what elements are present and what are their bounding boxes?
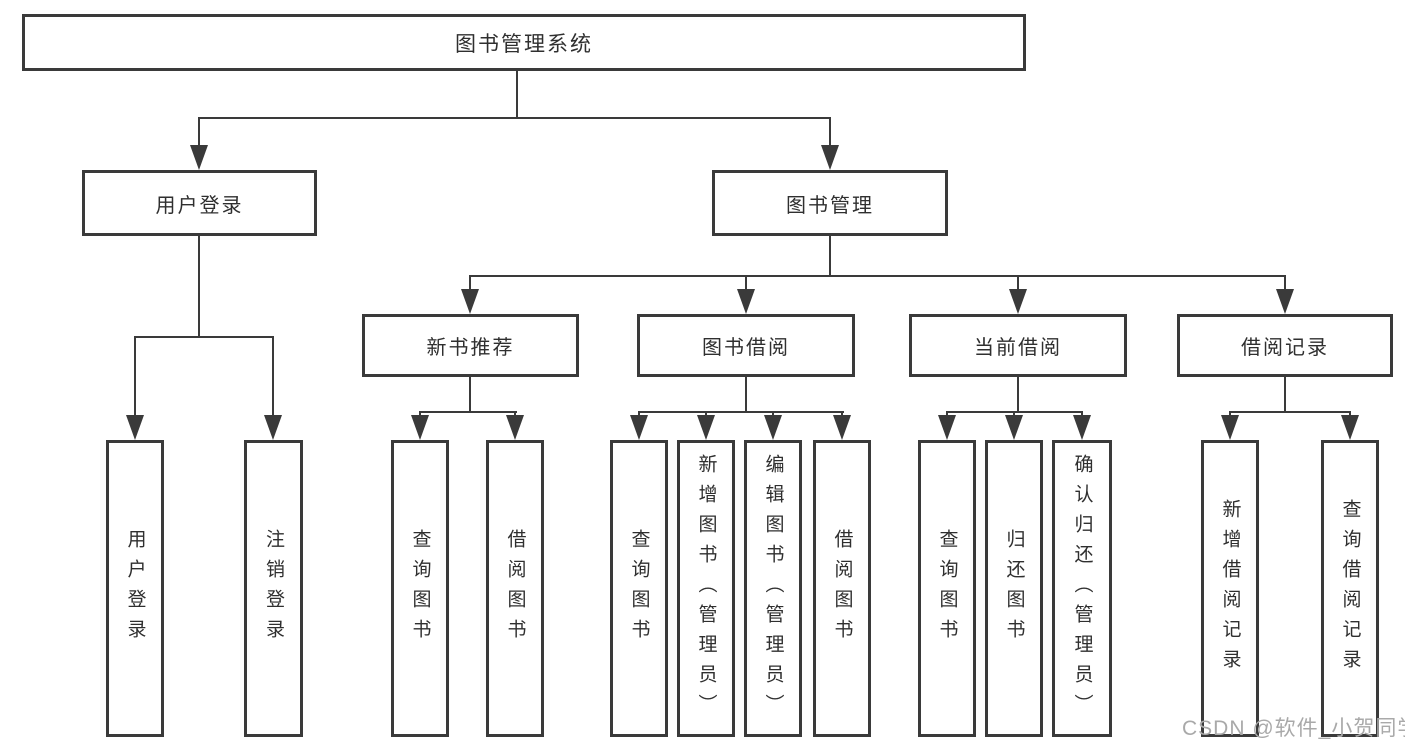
connector-user-login-hbar	[134, 336, 274, 338]
connector-root-hbar	[198, 117, 831, 119]
node-label: 借阅图书	[504, 528, 526, 649]
node-label: 新书推荐	[426, 337, 515, 359]
arrowhead-down-icon	[630, 415, 648, 440]
node-label: 新增借阅记录	[1219, 498, 1241, 679]
connector-book-borrowing-hbar	[638, 411, 844, 413]
connector-borrowing-records-stem	[1284, 377, 1286, 413]
connector-drop-leaf	[134, 336, 136, 417]
connector-drop-borrowing-records	[1284, 275, 1286, 291]
node-label: 归还图书	[1003, 528, 1025, 649]
arrowhead-down-icon	[1221, 415, 1239, 440]
node-label: 图书管理系统	[455, 32, 593, 56]
arrowhead-down-icon	[506, 415, 524, 440]
leaf-user-login: 用户登录	[106, 440, 164, 737]
node-borrowing-records: 借阅记录	[1177, 314, 1393, 377]
node-label: 用户登录	[124, 528, 146, 649]
connector-drop-book-borrowing	[745, 275, 747, 291]
node-current-borrowing: 当前借阅	[909, 314, 1127, 377]
leaf-query-books-current: 查询图书	[918, 440, 976, 737]
leaf-edit-book-admin: 编辑图书（管理员）	[744, 440, 802, 737]
node-label: 图书管理	[786, 194, 874, 217]
node-label: 确认归还（管理员）	[1071, 453, 1093, 724]
node-label: 编辑图书（管理员）	[762, 453, 784, 724]
connector-root-stem	[516, 71, 518, 118]
node-label: 查询图书	[628, 528, 650, 649]
arrowhead-down-icon	[697, 415, 715, 440]
connector-new-book-stem	[469, 377, 471, 413]
connector-user-login-stem	[198, 236, 200, 337]
connector-drop-new-book	[469, 275, 471, 291]
arrowhead-down-icon	[764, 415, 782, 440]
arrowhead-down-icon	[126, 415, 144, 440]
arrowhead-down-icon	[1073, 415, 1091, 440]
leaf-borrow-books-recommend: 借阅图书	[486, 440, 544, 737]
node-label: 图书借阅	[702, 337, 790, 359]
connector-drop-current-borrowing	[1017, 275, 1019, 291]
leaf-query-books-borrowing: 查询图书	[610, 440, 668, 737]
arrowhead-down-icon	[264, 415, 282, 440]
arrowhead-down-icon	[833, 415, 851, 440]
arrowhead-down-icon	[190, 145, 208, 170]
arrowhead-down-icon	[1341, 415, 1359, 440]
leaf-borrow-books-2: 借阅图书	[813, 440, 871, 737]
connector-book-management-stem	[829, 236, 831, 277]
arrowhead-down-icon	[1005, 415, 1023, 440]
leaf-query-borrow-record: 查询借阅记录	[1321, 440, 1379, 737]
leaf-add-borrow-record: 新增借阅记录	[1201, 440, 1259, 737]
leaf-confirm-return-admin: 确认归还（管理员）	[1052, 440, 1112, 737]
node-label: 查询图书	[936, 528, 958, 649]
node-label: 查询图书	[409, 528, 431, 649]
arrowhead-down-icon	[411, 415, 429, 440]
leaf-logout: 注销登录	[244, 440, 303, 737]
node-label: 借阅图书	[831, 528, 853, 649]
node-book-management: 图书管理	[712, 170, 948, 236]
node-book-borrowing: 图书借阅	[637, 314, 855, 377]
leaf-add-book-admin: 新增图书（管理员）	[677, 440, 735, 737]
node-user-login: 用户登录	[82, 170, 317, 236]
node-label: 查询借阅记录	[1339, 498, 1361, 679]
arrowhead-down-icon	[461, 289, 479, 314]
arrowhead-down-icon	[1276, 289, 1294, 314]
watermark: CSDN @软件_小贺同学	[1182, 717, 1405, 740]
node-new-book-recommendation: 新书推荐	[362, 314, 579, 377]
node-label: 注销登录	[263, 528, 284, 649]
connector-drop-leaf	[272, 336, 274, 417]
connector-borrowing-records-hbar	[1229, 411, 1351, 413]
leaf-return-books: 归还图书	[985, 440, 1043, 737]
connector-new-book-hbar	[419, 411, 517, 413]
connector-drop-book-management	[829, 117, 831, 147]
connector-book-borrowing-stem	[745, 377, 747, 413]
leaf-query-books-recommend: 查询图书	[391, 440, 449, 737]
arrowhead-down-icon	[1009, 289, 1027, 314]
node-label: 用户登录	[155, 194, 244, 217]
arrowhead-down-icon	[938, 415, 956, 440]
node-label: 当前借阅	[974, 337, 1062, 359]
connector-current-borrowing-stem	[1017, 377, 1019, 413]
arrowhead-down-icon	[821, 145, 839, 170]
node-book-management-system: 图书管理系统	[22, 14, 1026, 71]
node-label: 新增图书（管理员）	[695, 453, 717, 724]
arrowhead-down-icon	[737, 289, 755, 314]
connector-book-management-hbar	[469, 275, 1286, 277]
node-label: 借阅记录	[1241, 337, 1329, 359]
connector-drop-user-login	[198, 117, 200, 147]
